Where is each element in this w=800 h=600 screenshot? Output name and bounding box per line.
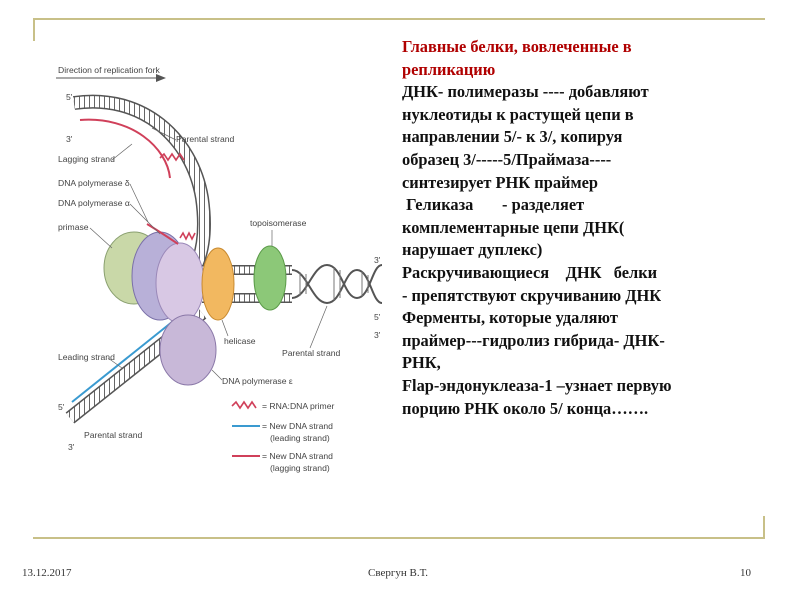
label-parental-strand-right: Parental strand	[282, 348, 341, 358]
label-helicase: helicase	[224, 336, 256, 346]
slide-text-block: Главные белки, вовлеченные в репликацию …	[402, 36, 767, 420]
lagging-primer-near-fork	[179, 231, 196, 241]
body-line-10: - препятствуют скручиванию ДНК	[402, 285, 662, 305]
helicase-protein	[201, 247, 235, 321]
body-line-3: направлении 5/- к 3/, копируя	[402, 127, 623, 147]
legend-label-leading-2: (leading strand)	[270, 433, 330, 443]
frame-bottom-line	[33, 537, 765, 539]
label-primase: primase	[58, 222, 89, 232]
frame-right-tick	[763, 516, 765, 539]
lagging-new-strand-curve	[146, 223, 179, 245]
body-line-12: праймер---гидролиз гибрида- ДНК-	[402, 330, 665, 350]
slide-title-line-2: репликацию	[402, 59, 496, 79]
body-line-14: Flap-эндонуклеаза-1 –узнает первую	[402, 375, 672, 395]
label-lagging-strand: Lagging strand	[58, 154, 115, 164]
body-line-5: синтезирует РНК праймер	[402, 172, 599, 192]
frame-left-tick	[33, 18, 35, 41]
direction-arrowhead	[156, 74, 166, 82]
label-parental-strand-top: Parental strand	[176, 134, 235, 144]
body-line-11: Ферменты, которые удаляют	[402, 308, 618, 328]
lagging-strand-arc-fill	[73, 96, 210, 277]
helix-strand-a	[291, 268, 383, 305]
legend-label-primer: = RNA:DNA primer	[262, 401, 334, 411]
leader-helicase	[221, 319, 229, 337]
label-dna-polymerase-alpha: DNA polymerase α	[58, 198, 130, 208]
legend-label-lagging-2: (lagging strand)	[270, 463, 330, 473]
prime-label-right-3b: 3'	[374, 330, 381, 340]
label-dna-polymerase-delta: DNA polymerase δ	[58, 178, 130, 188]
leader-pol-delta	[129, 183, 149, 223]
body-line-4: образец 3/-----5/Праймаза----	[402, 149, 612, 169]
leader-leading-strand	[107, 357, 123, 369]
prime-label-top-5: 5'	[66, 92, 73, 102]
prime-label-right-5: 5'	[374, 312, 381, 322]
body-line-13: РНК,	[402, 353, 441, 373]
legend-swatch-primer	[231, 400, 257, 410]
lagging-inner-strand	[79, 118, 171, 179]
helix-strand-b	[291, 263, 383, 300]
primase-protein	[155, 242, 205, 324]
body-line-1: ДНК- полимеразы ---- добавляют	[402, 82, 649, 102]
footer-author: Свергун В.Т.	[368, 567, 428, 579]
dna-polymerase-epsilon	[159, 314, 217, 386]
body-line-2: нуклеотиды к растущей цепи в	[402, 104, 634, 124]
prime-label-bottom-3: 3'	[68, 442, 75, 452]
footer-page-number: 10	[740, 567, 751, 579]
replication-fork-diagram: Direction of replication fork 5' 3' 3' 5…	[56, 65, 383, 473]
body-line-8: нарушает дуплекс)	[402, 240, 543, 260]
leader-parental-top	[151, 127, 177, 141]
prime-label-bottom-5: 5'	[58, 402, 65, 412]
helix-rungs	[299, 268, 369, 300]
legend-label-lagging-1: = New DNA strand	[262, 451, 333, 461]
body-line-9: Раскручивающиеся ДНК белки	[402, 262, 658, 282]
body-line-15: порцию РНК около 5/ конца…….	[402, 398, 649, 418]
frame-top-line	[33, 18, 765, 20]
leader-pol-epsilon	[211, 369, 223, 381]
topoisomerase-protein	[253, 245, 287, 311]
prime-label-top-3: 3'	[66, 134, 73, 144]
label-topoisomerase: topoisomerase	[250, 218, 307, 228]
label-parental-strand-bottom: Parental strand	[84, 430, 143, 440]
leader-primase	[89, 227, 113, 249]
slide-title-line-1: Главные белки, вовлеченные в	[402, 37, 632, 56]
label-dna-polymerase-epsilon: DNA polymerase ε	[222, 376, 293, 386]
legend: = RNA:DNA primer = New DNA strand (leadi…	[231, 400, 334, 473]
prime-label-right-3a: 3'	[374, 255, 381, 265]
leader-lagging-strand	[111, 143, 133, 161]
label-leading-strand: Leading strand	[58, 352, 115, 362]
leader-pol-alpha	[129, 203, 161, 235]
lagging-primer-zigzag	[159, 152, 185, 162]
body-line-6: Геликаза - разделяет	[402, 195, 585, 215]
body-line-7: комплементарные цепи ДНК(	[402, 217, 625, 237]
direction-label: Direction of replication fork	[58, 65, 160, 75]
leader-parental-right	[309, 305, 328, 349]
legend-label-leading-1: = New DNA strand	[262, 421, 333, 431]
footer-date: 13.12.2017	[22, 567, 72, 579]
